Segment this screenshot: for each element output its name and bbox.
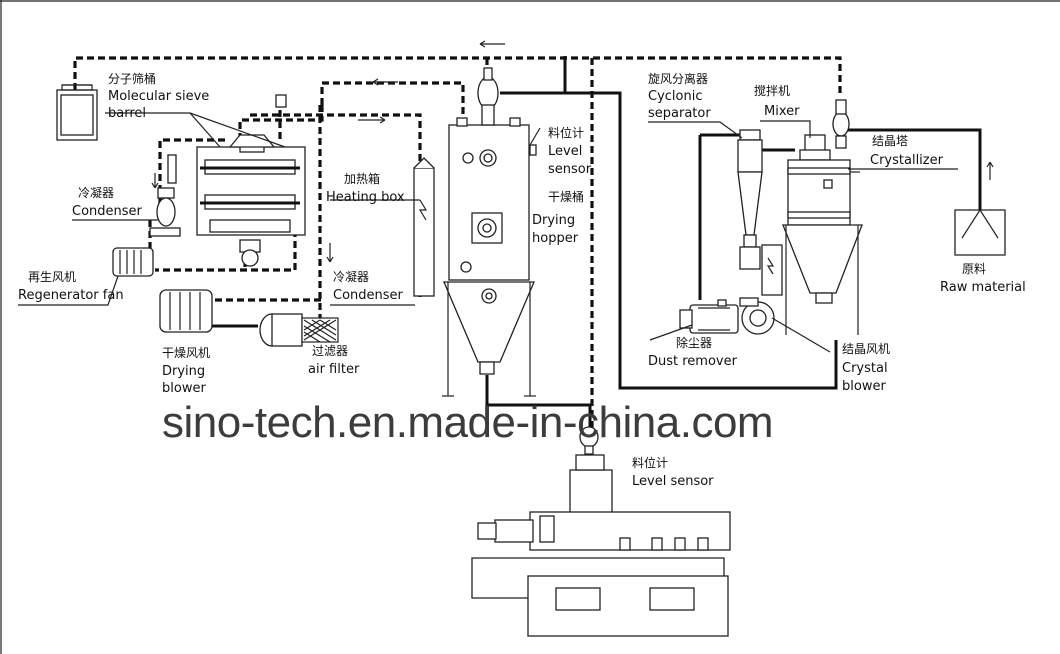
level-sensor-top-label-en: Level <box>548 144 583 159</box>
condenser-mid-label-cn: 冷凝器 <box>333 270 370 284</box>
drying-blower-label-cn: 干燥风机 <box>162 346 211 360</box>
heating-box <box>413 157 435 297</box>
heating-box-label-en: Heating box <box>326 190 405 205</box>
molecular-sieve-label-en: Molecular sieve <box>108 89 210 104</box>
condenser-left-label-en: Condenser <box>72 204 142 219</box>
level-sensor-bottom-label-en: Level sensor <box>632 474 714 489</box>
crystallizer-label-en: Crystallizer <box>870 153 943 168</box>
level-sensor-top-label-cn: 料位计 <box>548 126 585 140</box>
crystal-blower-label-cn: 结晶风机 <box>842 342 891 356</box>
regenerator-fan <box>112 247 154 277</box>
mixer-label-cn: 搅拌机 <box>754 84 791 98</box>
mixer-label-en: Mixer <box>764 104 800 119</box>
molecular-sieve-label-en-2: barrel <box>108 106 147 121</box>
air-filter-label-en: air filter <box>308 362 360 377</box>
regenerator-fan-label-en: Regenerator fan <box>18 288 124 303</box>
solid-circuit <box>485 56 982 430</box>
dust-remover-label-cn: 除尘器 <box>676 336 713 350</box>
cyclonic-separator <box>737 129 763 270</box>
cyclone-label-en-2: separator <box>648 106 711 121</box>
raw-material-label-en: Raw material <box>940 280 1026 295</box>
drying-hopper-label-en-2: hopper <box>532 231 579 246</box>
drying-blower-label-en: Drying <box>162 364 206 379</box>
raw-material-container <box>954 208 1006 256</box>
crystal-blower-label-en: Crystal <box>842 361 888 376</box>
condenser-mid-label-en: Condenser <box>333 288 403 303</box>
cyclone-label-en: Cyclonic <box>648 89 703 104</box>
watermark-text: sino-tech.en.made-in-china.com <box>162 398 774 447</box>
drying-hopper-label-en: Drying <box>532 213 576 228</box>
flow-arrow-icon <box>151 40 994 263</box>
left-condenser <box>149 154 181 237</box>
level-sensor-top-label-en-2: sensor <box>548 162 592 177</box>
air-filter <box>259 313 339 347</box>
drying-blower-label-en-2: blower <box>162 381 206 396</box>
leader-lines <box>18 112 958 353</box>
regenerator-fan-label-cn: 再生风机 <box>28 270 77 284</box>
condenser-left-label-cn: 冷凝器 <box>78 186 115 200</box>
heating-box-label-cn: 加热箱 <box>344 172 381 186</box>
air-filter-label-cn: 过滤器 <box>312 344 349 358</box>
drying-hopper <box>442 67 537 397</box>
drying-hopper-label-cn: 干燥桶 <box>548 190 585 204</box>
crystallizer-label-cn: 结晶塔 <box>872 134 909 148</box>
level-sensor-bottom-label-cn: 料位计 <box>632 456 669 470</box>
extruder <box>471 426 731 637</box>
molecular-sieve-cabinet <box>56 84 98 141</box>
drying-blower <box>159 289 258 333</box>
crystal-blower <box>739 244 783 335</box>
raw-material-label-cn: 原料 <box>962 262 987 276</box>
molecular-sieve-label-cn: 分子筛桶 <box>108 72 157 86</box>
molecular-sieve-assembly <box>196 94 306 267</box>
crystal-blower-label-en-2: blower <box>842 379 886 394</box>
dust-remover <box>679 299 739 334</box>
dust-remover-label-en: Dust remover <box>648 354 737 369</box>
crystallizer <box>782 99 863 335</box>
cyclone-label-cn: 旋风分离器 <box>648 72 709 86</box>
